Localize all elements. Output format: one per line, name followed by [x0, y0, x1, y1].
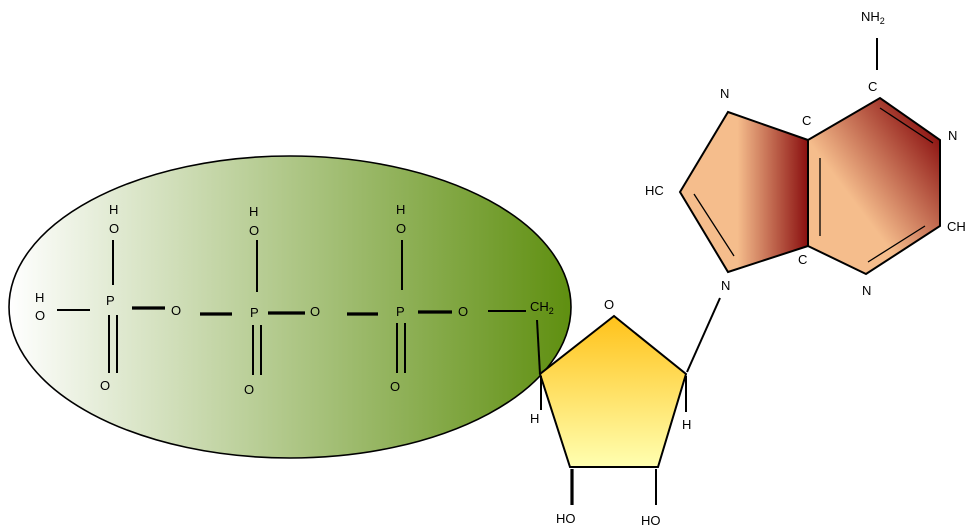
p2-double-o: O — [244, 382, 254, 397]
amine-subscript: 2 — [880, 16, 885, 26]
phosphate-group-ellipse — [8, 155, 572, 459]
ribose-hydroxyl-right: HO — [641, 513, 661, 528]
adenine-n-bottom: N — [862, 283, 871, 298]
ribose-right-h: H — [682, 417, 691, 432]
bond-ch2-ribose — [536, 319, 541, 375]
adenine-ch-right: CH — [947, 219, 966, 234]
p2-phosphorus: P — [250, 305, 259, 320]
amine-carbon: C — [868, 79, 877, 94]
ribose-ring-o: O — [604, 297, 614, 312]
adenine-n-right: N — [948, 128, 957, 143]
ribose-ring — [538, 314, 688, 468]
p3-hydroxyl-h: H — [396, 202, 405, 217]
p1-hydroxyl-h: H — [109, 202, 118, 217]
p1-phosphorus: P — [106, 293, 115, 308]
bond-glycosidic — [686, 297, 721, 373]
bond-hex-double-bottom — [867, 225, 926, 263]
ribose-left-h: H — [530, 411, 539, 426]
ch2-subscript: 2 — [549, 306, 554, 316]
p1-double-o: O — [100, 378, 110, 393]
bond-hex-double-top — [879, 107, 934, 144]
adenine-six-ring — [807, 96, 941, 276]
terminal-h-label: H — [35, 290, 44, 305]
adenine-hc-left: HC — [645, 183, 664, 198]
bridge-o-3: O — [458, 304, 468, 319]
adenine-n-top-left: N — [720, 86, 729, 101]
ribose-hydroxyl-left: HO — [556, 511, 576, 526]
adenine-c-bottom: C — [798, 252, 807, 267]
p1-hydroxyl-o: O — [109, 221, 119, 236]
bond-pent-double — [693, 193, 735, 257]
adenine-five-ring — [678, 110, 809, 274]
amine-label: NH2 — [861, 9, 885, 26]
p3-hydroxyl-o: O — [396, 221, 406, 236]
adenine-n-glycosidic: N — [721, 278, 730, 293]
ch2-label: CH2 — [530, 299, 554, 316]
p3-double-o: O — [390, 379, 400, 394]
adenine-c-top: C — [802, 113, 811, 128]
p3-phosphorus: P — [396, 304, 405, 319]
p2-hydroxyl-h: H — [249, 204, 258, 219]
terminal-o-label: O — [35, 308, 45, 323]
bridge-o-1: O — [171, 303, 181, 318]
bridge-o-2: O — [310, 304, 320, 319]
p2-hydroxyl-o: O — [249, 223, 259, 238]
